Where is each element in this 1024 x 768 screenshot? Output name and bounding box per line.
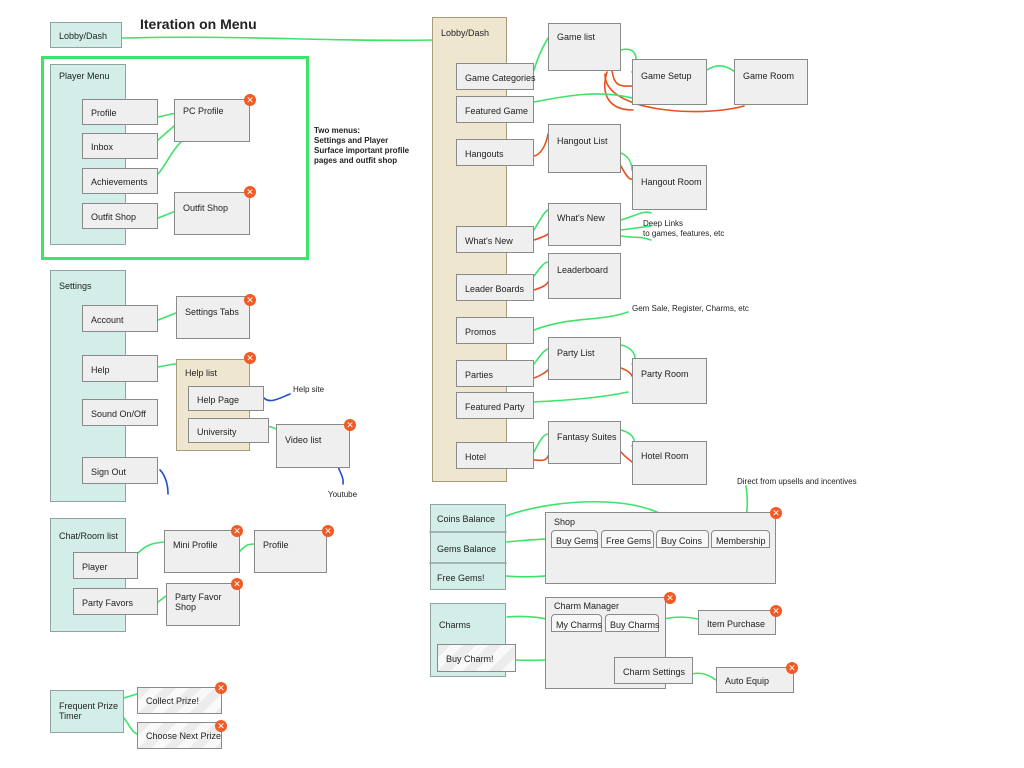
inbox-item: Inbox: [82, 133, 158, 159]
close-icon[interactable]: ✕: [770, 605, 782, 617]
party-room-box: Party Room: [632, 358, 707, 404]
close-icon[interactable]: ✕: [244, 186, 256, 198]
profile-box: Profile: [254, 530, 327, 573]
whats-new-item: What's New: [456, 226, 534, 253]
leaderboard-box: Leaderboard: [548, 253, 621, 299]
close-icon[interactable]: ✕: [786, 662, 798, 674]
featured-party-item: Featured Party: [456, 392, 534, 419]
party-favor-shop-label: Party Favor: [175, 592, 222, 602]
player-item: Player: [73, 552, 138, 579]
promos-item: Promos: [456, 317, 534, 344]
outfit-shop-item: Outfit Shop: [82, 203, 158, 229]
shop-panel: Shop: [545, 512, 776, 584]
close-icon[interactable]: ✕: [244, 352, 256, 364]
free-gems-tab[interactable]: Free Gems: [601, 530, 654, 548]
profile-item: Profile: [82, 99, 158, 125]
game-list-box: Game list: [548, 23, 621, 71]
note-line: Two menus:: [314, 126, 361, 135]
deep-links-note: Deep Links to games, features, etc: [643, 219, 724, 239]
prize-timer-label: Timer: [59, 711, 82, 721]
deep-links-line: to games, features, etc: [643, 229, 725, 238]
free-gems: Free Gems!: [437, 573, 485, 583]
university-box: University: [188, 418, 269, 443]
coins-balance: Coins Balance: [437, 514, 496, 524]
party-favors-item: Party Favors: [73, 588, 158, 615]
auto-equip-box: Auto Equip: [716, 667, 794, 693]
close-icon[interactable]: ✕: [664, 592, 676, 604]
close-icon[interactable]: ✕: [231, 525, 243, 537]
my-charms-tab[interactable]: My Charms: [551, 614, 602, 632]
pc-profile-box: PC Profile: [174, 99, 250, 142]
buy-gems-tab[interactable]: Buy Gems: [551, 530, 598, 548]
hotel-room-box: Hotel Room: [632, 441, 707, 485]
note-line: Surface important profile: [314, 146, 410, 155]
choose-next-prize-button[interactable]: Choose Next Prize: [137, 722, 222, 749]
close-icon[interactable]: ✕: [770, 507, 782, 519]
close-icon[interactable]: ✕: [215, 720, 227, 732]
fantasy-suites-box: Fantasy Suites: [548, 421, 621, 464]
collect-prize-button[interactable]: Collect Prize!: [137, 687, 222, 714]
help-page-box: Help Page: [188, 386, 264, 411]
player-menu-highlight: [41, 56, 309, 260]
hangout-room-box: Hangout Room: [632, 165, 707, 210]
upsells-note: Direct from upsells and incentives: [737, 477, 857, 486]
featured-game-item: Featured Game: [456, 96, 534, 123]
buy-charm-button[interactable]: Buy Charm!: [437, 644, 516, 672]
close-icon[interactable]: ✕: [244, 94, 256, 106]
outfit-shop-page: Outfit Shop: [174, 192, 250, 235]
membership-tab[interactable]: Membership: [711, 530, 770, 548]
game-categories-item: Game Categories: [456, 63, 536, 90]
party-favor-shop-box: Party Favor Shop: [166, 583, 240, 626]
youtube-label: Youtube: [328, 490, 358, 499]
leader-boards-item: Leader Boards: [456, 274, 534, 301]
deep-links-line: Deep Links: [643, 219, 684, 228]
balances-panel: [430, 504, 506, 590]
item-purchase-box: Item Purchase: [698, 610, 776, 635]
buy-coins-tab[interactable]: Buy Coins: [656, 530, 709, 548]
hotel-item: Hotel: [456, 442, 534, 469]
party-favor-shop-label: Shop: [175, 602, 197, 612]
hangouts-item: Hangouts: [456, 139, 534, 166]
promos-note: Gem Sale, Register, Charms, etc: [632, 304, 749, 313]
close-icon[interactable]: ✕: [215, 682, 227, 694]
close-icon[interactable]: ✕: [244, 294, 256, 306]
prize-timer-label: Frequent Prize: [59, 701, 119, 711]
close-icon[interactable]: ✕: [344, 419, 356, 431]
close-icon[interactable]: ✕: [231, 578, 243, 590]
video-list-box: Video list: [276, 424, 350, 468]
note-line: pages and outfit shop: [314, 156, 398, 165]
mini-profile-box: Mini Profile: [164, 530, 240, 573]
menus-note: Two menus: Settings and Player Surface i…: [314, 126, 444, 166]
game-room-box: Game Room: [734, 59, 808, 105]
charm-settings-box: Charm Settings: [614, 657, 693, 684]
left-lobby-dash: Lobby/Dash: [50, 22, 122, 48]
achievements-item: Achievements: [82, 168, 158, 194]
help-item: Help: [82, 355, 158, 382]
sign-out-item: Sign Out: [82, 457, 158, 484]
hangout-list-box: Hangout List: [548, 124, 621, 173]
account-item: Account: [82, 305, 158, 332]
buy-charms-tab[interactable]: Buy Charms: [605, 614, 660, 632]
whats-new-box: What's New: [548, 203, 621, 246]
close-icon[interactable]: ✕: [322, 525, 334, 537]
gems-balance: Gems Balance: [437, 544, 497, 554]
page-title: Iteration on Menu: [140, 16, 257, 32]
parties-item: Parties: [456, 360, 534, 387]
sound-toggle-item: Sound On/Off: [82, 399, 158, 426]
settings-tabs-box: Settings Tabs: [176, 296, 250, 339]
note-line: Settings and Player: [314, 136, 389, 145]
party-list-box: Party List: [548, 337, 621, 380]
help-site-label: Help site: [293, 385, 325, 394]
frequent-prize-timer: Frequent Prize Timer: [50, 690, 124, 733]
game-setup-box: Game Setup: [632, 59, 707, 105]
